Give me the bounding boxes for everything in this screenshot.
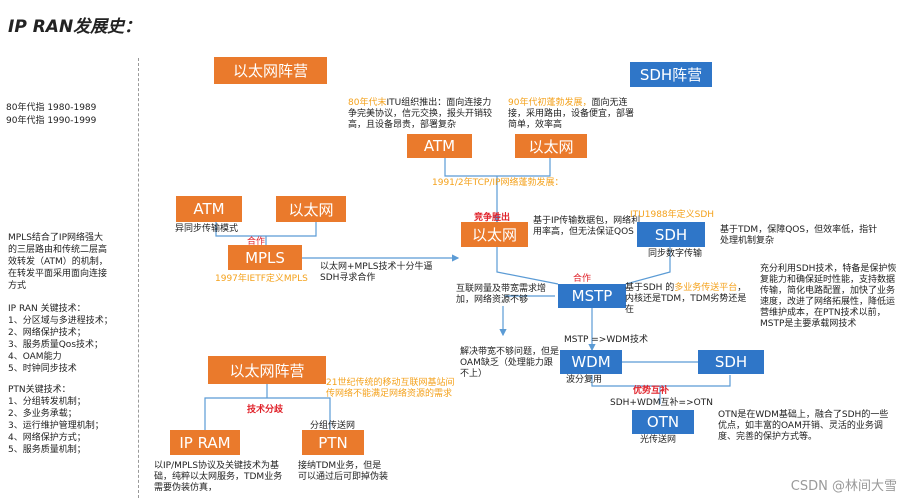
mpls-box: MPLS bbox=[228, 245, 302, 270]
ipran-item: 3、服务质量Qos技术； bbox=[8, 340, 104, 350]
ptn-item: 1、分组转发机制； bbox=[8, 397, 86, 407]
ptn-note: 接纳TDM业务，但是可以通过后可即掉伪装 bbox=[298, 461, 389, 482]
wdm-box: WDM bbox=[560, 350, 622, 374]
page-title: IP RAN发展史： bbox=[8, 17, 142, 37]
era-80s: 80年代指 1980-1989 bbox=[6, 103, 97, 113]
mstp-description: 充分利用SDH技术，特备是保护恢复能力和确保延时性能，支持数据传输，简化电路配置… bbox=[760, 264, 897, 329]
ipram-box: IP RAM bbox=[170, 430, 240, 455]
otn-subtitle: 光传送网 bbox=[640, 435, 677, 445]
ptn-item: 5、服务质量机制； bbox=[8, 445, 86, 455]
divider bbox=[138, 58, 139, 498]
compete-label: 竞争胜出 bbox=[474, 213, 511, 223]
combine-label: 合作 bbox=[247, 237, 266, 247]
mstp-wdm-label: MSTP =>WDM技术 bbox=[564, 335, 648, 345]
ipran-key-tech: IP RAN 关键技术： 1、分区域与多进程技术； 2、网络保护技术； 3、服务… bbox=[8, 303, 113, 375]
arrow-wdm-sdh2-to-otn bbox=[591, 375, 731, 404]
mpls-note-line: 的三层路由和传统二层高 bbox=[8, 245, 108, 255]
mpls-note-line: MPLS结合了IP网络强大 bbox=[8, 233, 104, 243]
sdh-note: 基于TDM，保障QOS，但效率低，指针处理机制复杂 bbox=[720, 225, 878, 246]
ipran-item: 4、OAM能力 bbox=[8, 352, 62, 362]
mpls-note-line: 在转发平面采用面向连接 bbox=[8, 269, 108, 279]
mstp-note-highlight: 多业务传送平台 bbox=[674, 283, 738, 293]
ipran-title: IP RAN 关键技术： bbox=[8, 304, 86, 314]
eth-note: 90年代初蓬勃发展，面向无连接，采用路由，设备便宜，部署简单，效率高 bbox=[508, 98, 636, 131]
ptn-title: PTN关键技术： bbox=[8, 385, 71, 395]
async-label: 异同步传输模式 bbox=[175, 224, 239, 234]
arrow-atm-eth-to-mpls bbox=[215, 222, 317, 245]
c21-note: 21世纪传统的移动互联网基站间传网络不能满足网络资源的需求 bbox=[326, 378, 455, 399]
atm-box-top: ATM bbox=[407, 134, 472, 158]
ethernet-box-top: 以太网 bbox=[515, 134, 587, 158]
watermark: CSDN @林间大雪 bbox=[790, 479, 897, 494]
otn-box: OTN bbox=[632, 410, 694, 434]
tcpip-note: 1991/2年TCP/IP网络蓬勃发展： bbox=[432, 178, 564, 188]
advantage-label: 优势互补 bbox=[633, 386, 670, 396]
arrow-sdh-to-mstp bbox=[625, 247, 671, 285]
wdm-subtitle: 波分复用 bbox=[566, 375, 603, 385]
eth-note-year: 90年代初蓬勃发展， bbox=[508, 98, 592, 108]
otn-note: OTN是在WDM基础上，融合了SDH的一些优点，如丰富的OAM开销、灵活的业务调… bbox=[718, 410, 889, 442]
sdh-wdm-otn-label: SDH+WDM互补=>OTN bbox=[610, 398, 713, 408]
mpls-note: MPLS结合了IP网络强大 的三层路由和传统二层高 效转发（ATM）的机制， 在… bbox=[8, 232, 108, 292]
ipran-item: 2、网络保护技术； bbox=[8, 328, 86, 338]
ptn-key-tech: PTN关键技术： 1、分组转发机制； 2、多业务承载； 3、运行维护管理机制； … bbox=[8, 384, 104, 456]
combine-label-2: 合作 bbox=[573, 274, 592, 284]
ptn-item: 4、网络保护方式； bbox=[8, 433, 86, 443]
sdh-subtitle: 同步数字传输 bbox=[648, 249, 703, 259]
ethernet-camp-box-2: 以太网阵营 bbox=[208, 356, 326, 384]
mstp-note: 基于SDH 的多业务传送平台，内核还是TDM，TDM劣势还是在 bbox=[625, 283, 753, 316]
eth-note-text: 面向无连接，采用路由，设备便宜，部署简单，效率高 bbox=[508, 98, 635, 130]
ethernet-camp-box: 以太网阵营 bbox=[214, 57, 327, 84]
atm-box-mid: ATM bbox=[176, 196, 242, 222]
sdh-box-bottom: SDH bbox=[698, 350, 764, 374]
arrow-eth3-to-mstp bbox=[496, 247, 559, 285]
atm-note-text: ITU组织推出：面向连接力争完美协议，信元交换，报头开销较高，且设备昂贵，部署复… bbox=[348, 98, 493, 130]
ethernet-box-mid: 以太网 bbox=[276, 196, 346, 222]
mpls-eth-note: 以太网+MPLS技术十分牛逼SDH寻求合作 bbox=[320, 262, 433, 283]
eth-winner-note: 基于IP传输数据包，网络利用率高，但无法保证QOS bbox=[533, 216, 641, 237]
ptn-item: 3、运行维护管理机制； bbox=[8, 421, 104, 431]
mstp-note-left: 基于SDH 的 bbox=[625, 283, 675, 293]
mpls-note-line: 方式 bbox=[8, 281, 27, 291]
era-90s: 90年代指 1990-1999 bbox=[6, 116, 97, 126]
tech-split-label: 技术分歧 bbox=[247, 405, 284, 415]
ipran-item: 5、时钟同步技术 bbox=[8, 364, 77, 374]
itu1988-note: ITU1988年定义SDH bbox=[630, 210, 715, 220]
ptn-item: 2、多业务承载； bbox=[8, 409, 77, 419]
arrow-split bbox=[204, 384, 331, 430]
mpls-year-note: 1997年IETF定义MPLS bbox=[215, 274, 308, 284]
sdh-box-mid: SDH bbox=[637, 222, 705, 247]
packet-label: 分组传送网 bbox=[310, 421, 356, 431]
ipran-item: 1、分区域与多进程技术； bbox=[8, 316, 113, 326]
sdh-camp-box: SDH阵营 bbox=[630, 62, 712, 87]
bandwidth-note: 解决带宽不够问题，但是OAM缺乏（处理能力跟不上） bbox=[460, 347, 560, 379]
atm-note: 80年代末ITU组织推出：面向连接力争完美协议，信元交换，报头开销较高，且设备昂… bbox=[348, 98, 498, 131]
ipram-note: 以IP/MPLS协议及关键技术为基础，纯粹以太网服务，TDM业务需要伪装仿真， bbox=[154, 461, 283, 493]
mstp-box: MSTP bbox=[558, 284, 626, 308]
atm-note-year: 80年代末 bbox=[348, 98, 387, 108]
arrow-atm-eth-to-tcpip bbox=[444, 158, 551, 190]
interconnect-note: 互联网量及带宽需求增加，网络资源不够 bbox=[456, 284, 547, 305]
ptn-box: PTN bbox=[302, 430, 364, 455]
mstp-note-right: ，内核还是TDM，TDM劣势还是在 bbox=[625, 283, 747, 315]
ethernet-box-winner: 以太网 bbox=[461, 222, 528, 247]
mpls-note-line: 效转发（ATM）的机制， bbox=[8, 257, 108, 267]
